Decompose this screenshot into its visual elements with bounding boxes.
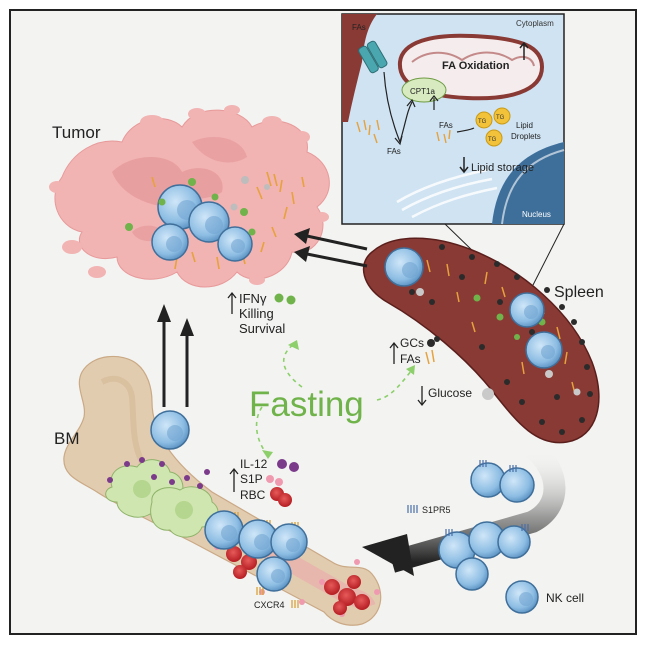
gcs-label: GCs bbox=[400, 336, 424, 350]
spleen-to-tumor-arrows bbox=[294, 228, 368, 268]
inset-droplets-label: Droplets bbox=[511, 132, 541, 141]
inset-fas-top: FAs bbox=[352, 23, 366, 32]
rbc-label: RBC bbox=[240, 488, 266, 502]
spleen-label: Spleen bbox=[554, 284, 604, 301]
fasting-label: Fasting bbox=[249, 385, 364, 424]
fas-spleen-label: FAs bbox=[400, 352, 421, 366]
inset-tg-1: TG bbox=[478, 119, 487, 125]
glucose-label: Glucose bbox=[428, 386, 472, 400]
legend-nk-label: NK cell bbox=[546, 591, 584, 605]
inset-lipid-storage: Lipid storage bbox=[471, 162, 534, 174]
inset-fas-mid: FAs bbox=[439, 121, 453, 130]
cxcr4-icon bbox=[291, 600, 299, 608]
ifng-dot-2 bbox=[286, 295, 296, 305]
inset-fas-left: FAs bbox=[387, 147, 401, 156]
s1p-dot-1 bbox=[266, 475, 274, 483]
il12-dot-1 bbox=[277, 459, 287, 469]
inset-tg-3: TG bbox=[488, 137, 497, 143]
survival-label: Survival bbox=[239, 321, 285, 336]
inset-lipid-label: Lipid bbox=[516, 121, 533, 130]
s1p-dot-2 bbox=[275, 478, 283, 486]
diagram-canvas: Tumor bbox=[49, 13, 604, 626]
spleen-effects-arrow bbox=[389, 341, 427, 407]
ifng-dot-1 bbox=[274, 293, 284, 303]
killing-label: Killing bbox=[239, 306, 274, 321]
bone-marrow bbox=[63, 355, 382, 626]
spleen-organ bbox=[362, 237, 600, 444]
glucose-dot bbox=[482, 388, 494, 400]
fas-spleen-icon bbox=[425, 349, 435, 365]
tumor-label: Tumor bbox=[52, 123, 101, 142]
spleen-to-bm-arrow bbox=[362, 438, 566, 576]
inset-nucleus-label: Nucleus bbox=[522, 210, 551, 219]
inset-fa-oxidation: FA Oxidation bbox=[442, 60, 510, 72]
cxcr4-label: CXCR4 bbox=[254, 600, 285, 610]
gcs-dot-2 bbox=[434, 336, 440, 342]
ifng-label: IFNγ bbox=[239, 291, 267, 306]
bm-label: BM bbox=[54, 429, 80, 448]
inset-cytoplasm-label: Cytoplasm bbox=[516, 19, 554, 28]
migrating-nk-cells bbox=[438, 460, 535, 591]
bm-to-tumor-arrows bbox=[157, 304, 194, 407]
s1pr5-icon bbox=[407, 505, 418, 513]
tumor-effects-arrow bbox=[227, 291, 237, 314]
s1pr5-label: S1PR5 bbox=[422, 505, 451, 515]
bm-effects-arrow bbox=[229, 467, 239, 492]
inset-panel bbox=[341, 13, 565, 225]
tumor-mass bbox=[49, 105, 330, 288]
il12-label: IL-12 bbox=[240, 457, 268, 471]
legend-nk-cell bbox=[505, 580, 539, 614]
inset-tg-2: TG bbox=[496, 115, 505, 121]
figure-frame: Tumor bbox=[9, 9, 637, 635]
rbc-icon-2 bbox=[278, 493, 292, 507]
il12-dot-2 bbox=[289, 462, 299, 472]
gcs-dot bbox=[427, 339, 435, 347]
inset-cpt1a: CPT1a bbox=[410, 87, 435, 96]
fasting-dashed-arrows bbox=[255, 343, 413, 455]
s1p-label: S1P bbox=[240, 472, 263, 486]
fasting-arrow-heads bbox=[262, 340, 415, 459]
